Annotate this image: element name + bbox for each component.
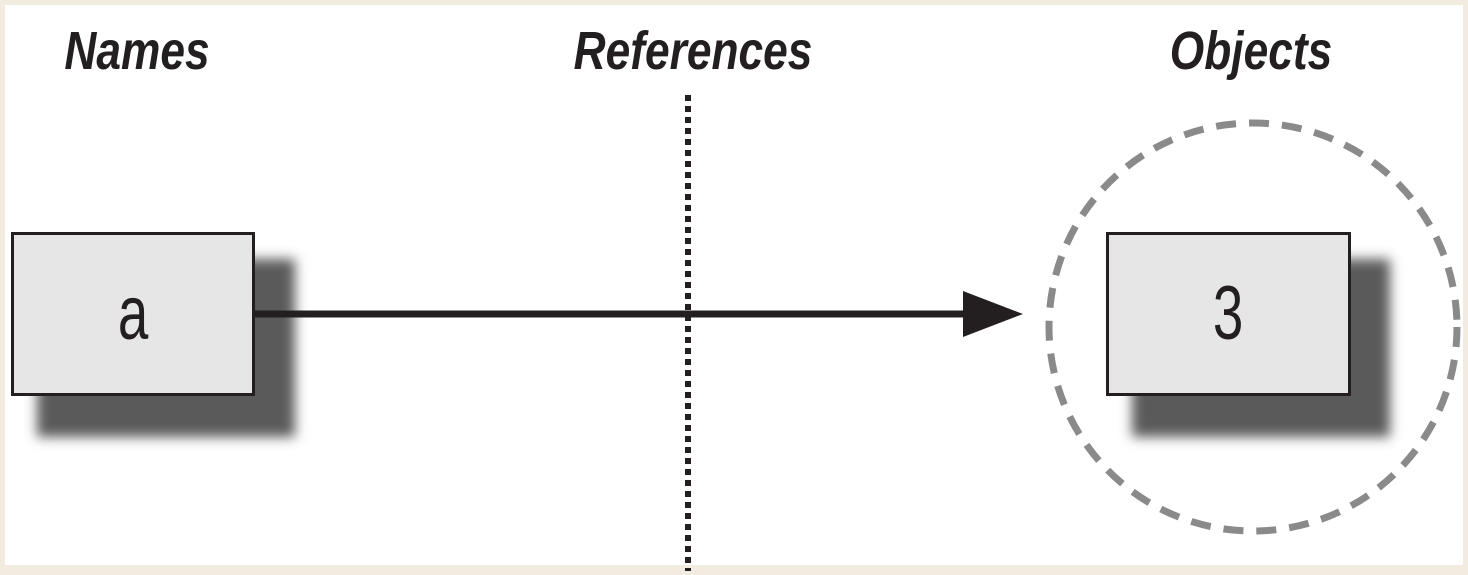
names-heading: Names xyxy=(64,21,210,81)
reference-arrow-head xyxy=(963,291,1023,337)
object-box-label: 3 xyxy=(1213,271,1244,356)
objects-heading: Objects xyxy=(1169,21,1333,81)
references-heading: References xyxy=(573,21,813,81)
object-box: 3 xyxy=(1106,232,1351,396)
name-box-label: a xyxy=(117,271,149,356)
object-boundary-circle xyxy=(1045,119,1461,535)
name-box: a xyxy=(11,232,255,396)
